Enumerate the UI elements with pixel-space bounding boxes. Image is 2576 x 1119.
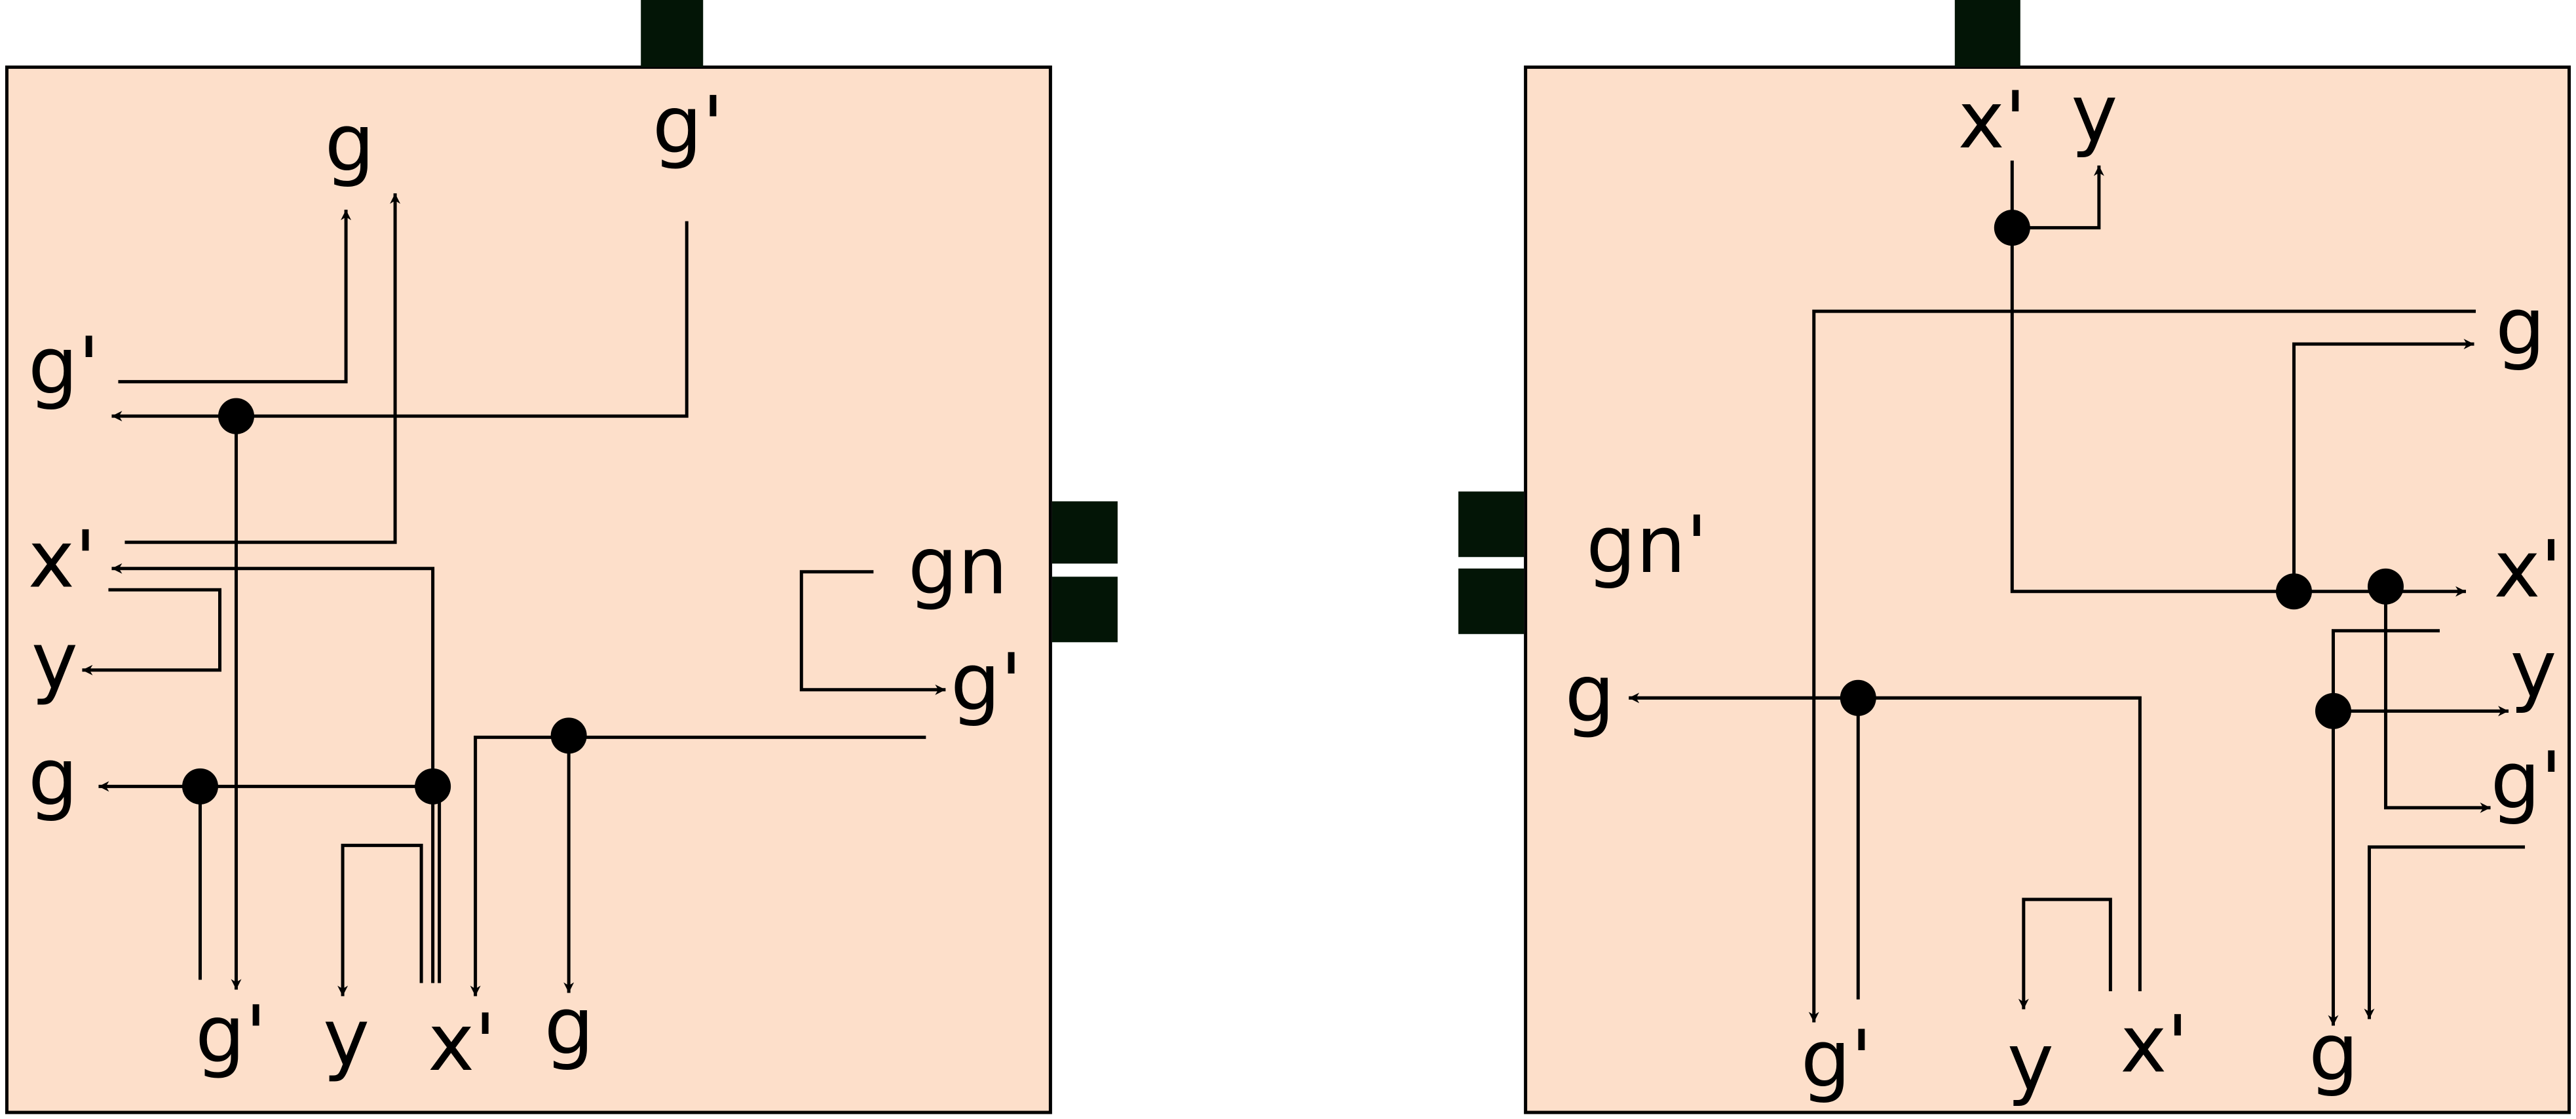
label-bottom-g: g: [2309, 1008, 2358, 1099]
left-box: g g' g' x' y g gn g' g' y x' g: [5, 0, 1118, 1114]
label-top-y: y: [2071, 69, 2117, 160]
wire: [2383, 586, 2491, 813]
label-top-g: g: [325, 98, 375, 189]
label-bottom-g-prime: g': [1801, 1014, 1872, 1105]
right-box-labels: x' y gn' g g x' y g' g' y x' g: [1565, 69, 2562, 1109]
wire: [118, 210, 352, 384]
label-bottom-g-prime: g': [195, 989, 267, 1080]
label-left-y: y: [31, 616, 78, 707]
label-right-g: g: [2495, 282, 2545, 373]
wire: [337, 843, 423, 996]
wire: [470, 735, 926, 996]
label-bottom-x-prime: x': [2120, 999, 2188, 1090]
wire: [1808, 309, 2476, 1023]
label-bottom-g: g: [544, 981, 594, 1072]
wire: [124, 193, 401, 544]
label-bottom-y: y: [323, 993, 369, 1084]
wire: [2012, 165, 2104, 230]
label-top-g-prime: g': [653, 81, 724, 172]
right-box: x' y gn' g g x' y g' g' y x' g: [1458, 0, 2571, 1114]
wire: [82, 588, 222, 675]
wire: [799, 570, 946, 695]
label-left-x-prime: x': [28, 514, 96, 605]
wire: [2328, 629, 2440, 1026]
right-box-left-port-upper: [1458, 491, 1525, 558]
junction-dot: [1840, 679, 1876, 716]
label-top-x-prime: x': [1958, 75, 2026, 166]
wire: [2018, 898, 2112, 1010]
junction-dot: [2275, 573, 2312, 610]
wire: [111, 563, 435, 983]
right-box-wires: [1629, 161, 2526, 1026]
wire: [2292, 339, 2474, 592]
left-box-right-port-lower: [1051, 577, 1118, 643]
label-left-g: g: [28, 732, 78, 824]
right-box-left-port-lower: [1458, 568, 1525, 634]
label-bottom-x-prime: x': [428, 998, 496, 1089]
wire: [111, 221, 689, 422]
label-right-g-prime: g': [951, 637, 1022, 729]
label-right-g-prime: g': [2491, 736, 2562, 827]
label-bottom-y: y: [2007, 1017, 2054, 1109]
right-box-top-port: [1954, 0, 2020, 67]
wire: [2010, 161, 2467, 597]
left-box-labels: g g' g' x' y g gn g' g' y x' g: [28, 81, 1022, 1089]
junction-dot: [1994, 210, 2030, 246]
label-right-y: y: [2510, 624, 2557, 715]
junction-dot: [415, 768, 451, 805]
junction-dot: [218, 398, 255, 434]
label-right-x-prime: x': [2494, 524, 2562, 615]
junction-dot: [182, 768, 219, 805]
junction-dot: [2315, 692, 2351, 729]
label-left-g-prime: g': [28, 321, 100, 412]
label-right-gn: gn: [908, 521, 1008, 612]
label-left-gn-prime: gn': [1586, 500, 1707, 591]
junction-dot: [2367, 568, 2404, 605]
label-left-g: g: [1565, 649, 1615, 740]
wire: [2364, 845, 2526, 1019]
left-box-wires: [82, 193, 946, 996]
wire: [1629, 692, 2142, 991]
junction-dot: [550, 717, 587, 754]
left-box-right-port-upper: [1051, 501, 1118, 564]
left-box-top-port: [641, 0, 704, 67]
